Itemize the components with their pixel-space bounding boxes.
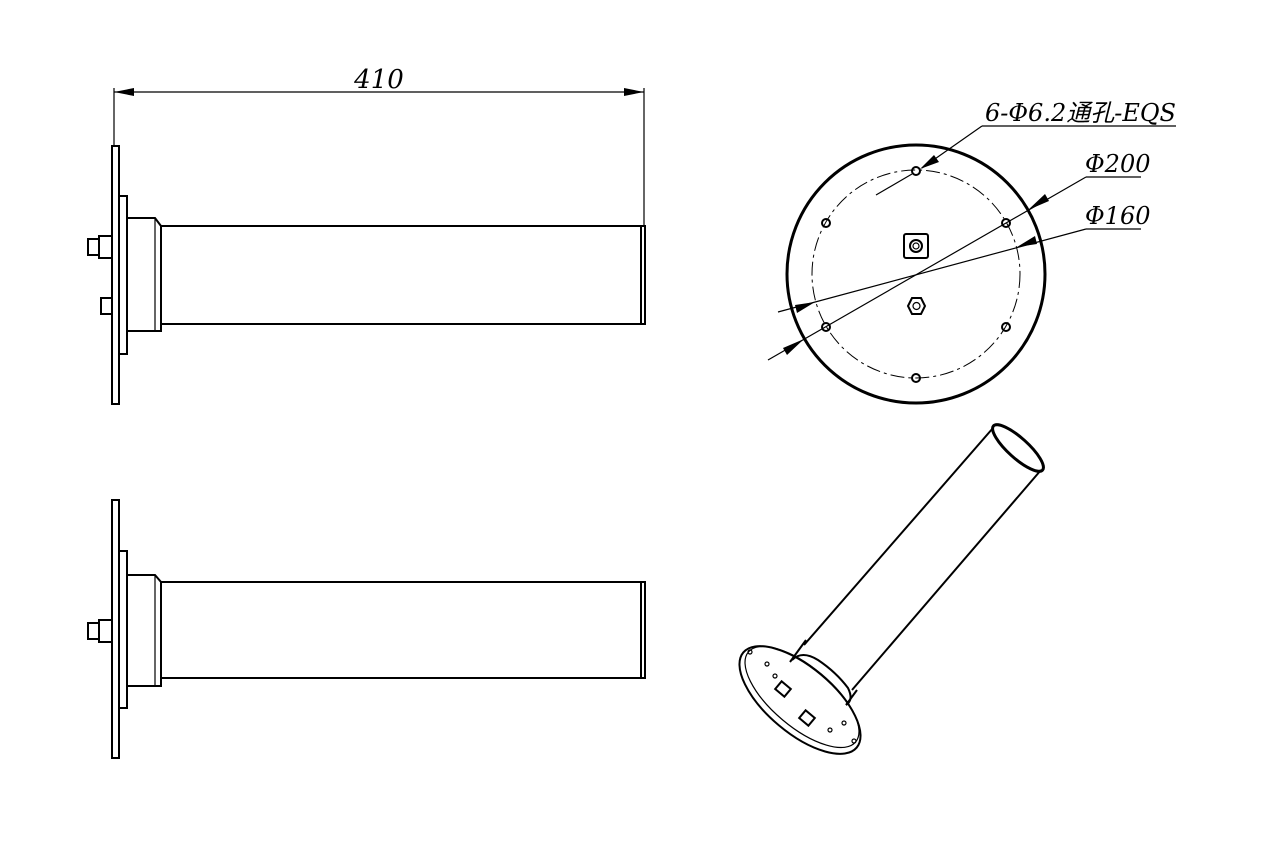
hole-callout-label: 6-Φ6.2通孔-EQS xyxy=(985,99,1176,127)
side-view-top xyxy=(87,145,646,405)
overall-length-label: 410 xyxy=(353,65,404,95)
end-view-callouts: 6-Φ6.2通孔-EQS Φ200 Φ160 xyxy=(767,99,1176,361)
overall-length-dimension: 410 xyxy=(113,65,645,225)
bolt-circle-label: Φ160 xyxy=(1085,202,1150,230)
end-view xyxy=(785,143,1047,405)
isometric-view xyxy=(738,423,1045,755)
flange-diameter-label: Φ200 xyxy=(1085,150,1150,178)
side-view-bottom xyxy=(87,499,646,759)
bolt-holes xyxy=(821,166,1011,383)
